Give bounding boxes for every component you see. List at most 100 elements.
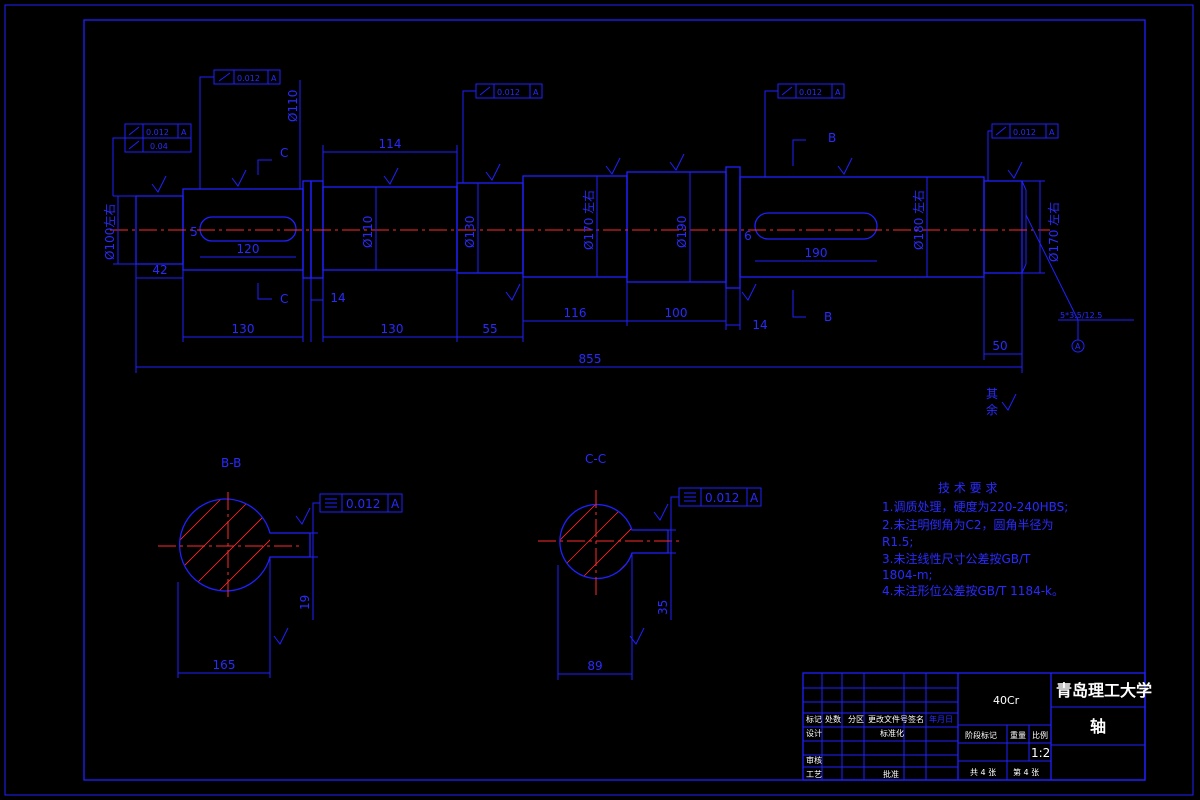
svg-text:工艺: 工艺 (806, 770, 822, 779)
dim-55: 55 (482, 322, 497, 336)
datum-a-circle (1071, 339, 1085, 353)
keyway-left (199, 216, 297, 242)
svg-text:A: A (391, 497, 400, 511)
svg-text:比例: 比例 (1032, 730, 1048, 740)
dim-cc-89: 89 (587, 659, 602, 673)
tb-scale: 1:2 (1031, 746, 1050, 760)
tech-line-4: 3.未注线性尺寸公差按GB/T (882, 551, 1031, 566)
svg-text:0.04: 0.04 (150, 142, 168, 151)
dim-5: 5 (190, 225, 198, 239)
svg-text:审核: 审核 (806, 755, 822, 765)
section-c-bottom: C (280, 292, 288, 306)
dim-855: 855 (579, 352, 602, 366)
tb-school: 青岛理工大学 (1056, 681, 1152, 700)
svg-text:A: A (1049, 128, 1055, 137)
roughness-symbols (151, 153, 1023, 411)
svg-text:A: A (533, 88, 539, 97)
dim-d110-b: Ø110 (361, 216, 375, 248)
svg-text:共 4 张: 共 4 张 (970, 768, 996, 777)
svg-text:处数: 处数 (825, 714, 841, 724)
dim-116: 116 (564, 306, 587, 320)
section-cc (538, 490, 680, 680)
svg-text:0.012: 0.012 (799, 88, 822, 97)
svg-text:A: A (750, 491, 759, 505)
gt-frame-3: 0.012 A (462, 83, 543, 183)
dim-d100: Ø100左右 (102, 204, 117, 260)
svg-text:0.012: 0.012 (497, 88, 520, 97)
outer-border (4, 4, 1194, 796)
svg-text:第 4 张: 第 4 张 (1013, 767, 1039, 777)
svg-text:0.012: 0.012 (146, 128, 169, 137)
svg-text:标准化: 标准化 (880, 728, 904, 738)
dim-d110: Ø110 (286, 90, 300, 122)
gt-frame-1: 0.012 A (199, 69, 281, 189)
section-b-bottom: B (824, 310, 832, 324)
dim-d190: Ø190 (675, 216, 689, 248)
section-bb (158, 492, 318, 678)
svg-text:阶段标记: 阶段标记 (965, 730, 997, 740)
gt-frame-4: 0.012 A (764, 83, 845, 177)
svg-text:年月日: 年月日 (929, 714, 953, 724)
svg-text:0.012: 0.012 (1013, 128, 1036, 137)
inner-border (83, 19, 1146, 781)
keyway-right (754, 212, 878, 240)
shaft-seg-8 (983, 180, 1023, 274)
datum-a-label: A (1075, 342, 1081, 351)
gt-frame-2: 0.012 A 0.04 (112, 123, 192, 196)
dim-100: 100 (665, 306, 688, 320)
dim-d170-right: Ø170 左右 (1046, 202, 1061, 262)
dim-120: 120 (237, 242, 260, 256)
dim-d170: Ø170 左右 (581, 190, 596, 250)
tech-line-3: R1.5; (882, 535, 913, 549)
dim-14a: 14 (330, 291, 345, 305)
svg-text:批准: 批准 (883, 769, 899, 779)
dim-bb-19: 19 (298, 595, 312, 610)
other-roughness-1: 其 (986, 387, 998, 401)
tech-requirements: 技 术 要 求 1.调质处理，硬度为220-240HBS; 2.未注明倒角为C2… (882, 481, 1068, 598)
dim-cc-35: 35 (656, 600, 670, 615)
tech-line-1: 1.调质处理，硬度为220-240HBS; (882, 499, 1068, 514)
svg-text:设计: 设计 (806, 728, 822, 738)
dim-d180: Ø180 左右 (911, 190, 926, 250)
dim-130a: 130 (232, 322, 255, 336)
dim-6: 6 (744, 229, 752, 243)
tb-material: 40Cr (993, 694, 1020, 707)
svg-text:分区: 分区 (848, 715, 864, 724)
shaft-seg-7 (739, 176, 985, 278)
gt-frame-5: 0.012 A (987, 123, 1059, 181)
shaft-collar-3 (725, 166, 741, 289)
dim-114: 114 (379, 137, 402, 151)
svg-text:重量: 重量 (1010, 730, 1026, 740)
gt-frame-cc: 0.012 A (670, 487, 762, 530)
svg-text:0.012: 0.012 (346, 497, 380, 511)
svg-text:0.012: 0.012 (237, 74, 260, 83)
shaft-seg-5 (522, 175, 628, 278)
section-cc-title: C-C (585, 452, 606, 466)
section-c-top: C (280, 146, 288, 160)
dim-50: 50 (992, 339, 1007, 353)
dim-190: 190 (805, 246, 828, 260)
section-b-top: B (828, 131, 836, 145)
other-roughness-2: 余 (986, 402, 998, 417)
dim-d130: Ø130 (463, 216, 477, 248)
svg-text:标记: 标记 (806, 714, 822, 724)
svg-text:签名: 签名 (908, 714, 924, 724)
title-block: 40Cr 青岛理工大学 轴 标记 处数 分区 更改文件号 签名 年月日 设计 标… (802, 672, 1152, 781)
dim-bb-165: 165 (213, 658, 236, 672)
tech-line-5: 1804-m; (882, 568, 933, 582)
center-hole-spec: 5*3.5/12.5 (1060, 311, 1102, 320)
shaft-outline (135, 166, 1027, 289)
section-bb-title: B-B (221, 456, 241, 470)
svg-text:0.012: 0.012 (705, 491, 739, 505)
dim-130b: 130 (381, 322, 404, 336)
dim-42: 42 (152, 263, 167, 277)
svg-text:A: A (181, 128, 187, 137)
svg-text:更改文件号: 更改文件号 (868, 714, 908, 724)
svg-text:A: A (271, 74, 277, 83)
svg-text:A: A (835, 88, 841, 97)
shaft-seg-3 (322, 186, 458, 271)
dim-14b: 14 (752, 318, 767, 332)
tech-heading: 技 术 要 求 (938, 481, 997, 495)
tech-line-6: 4.未注形位公差按GB/T 1184-k。 (882, 583, 1064, 598)
